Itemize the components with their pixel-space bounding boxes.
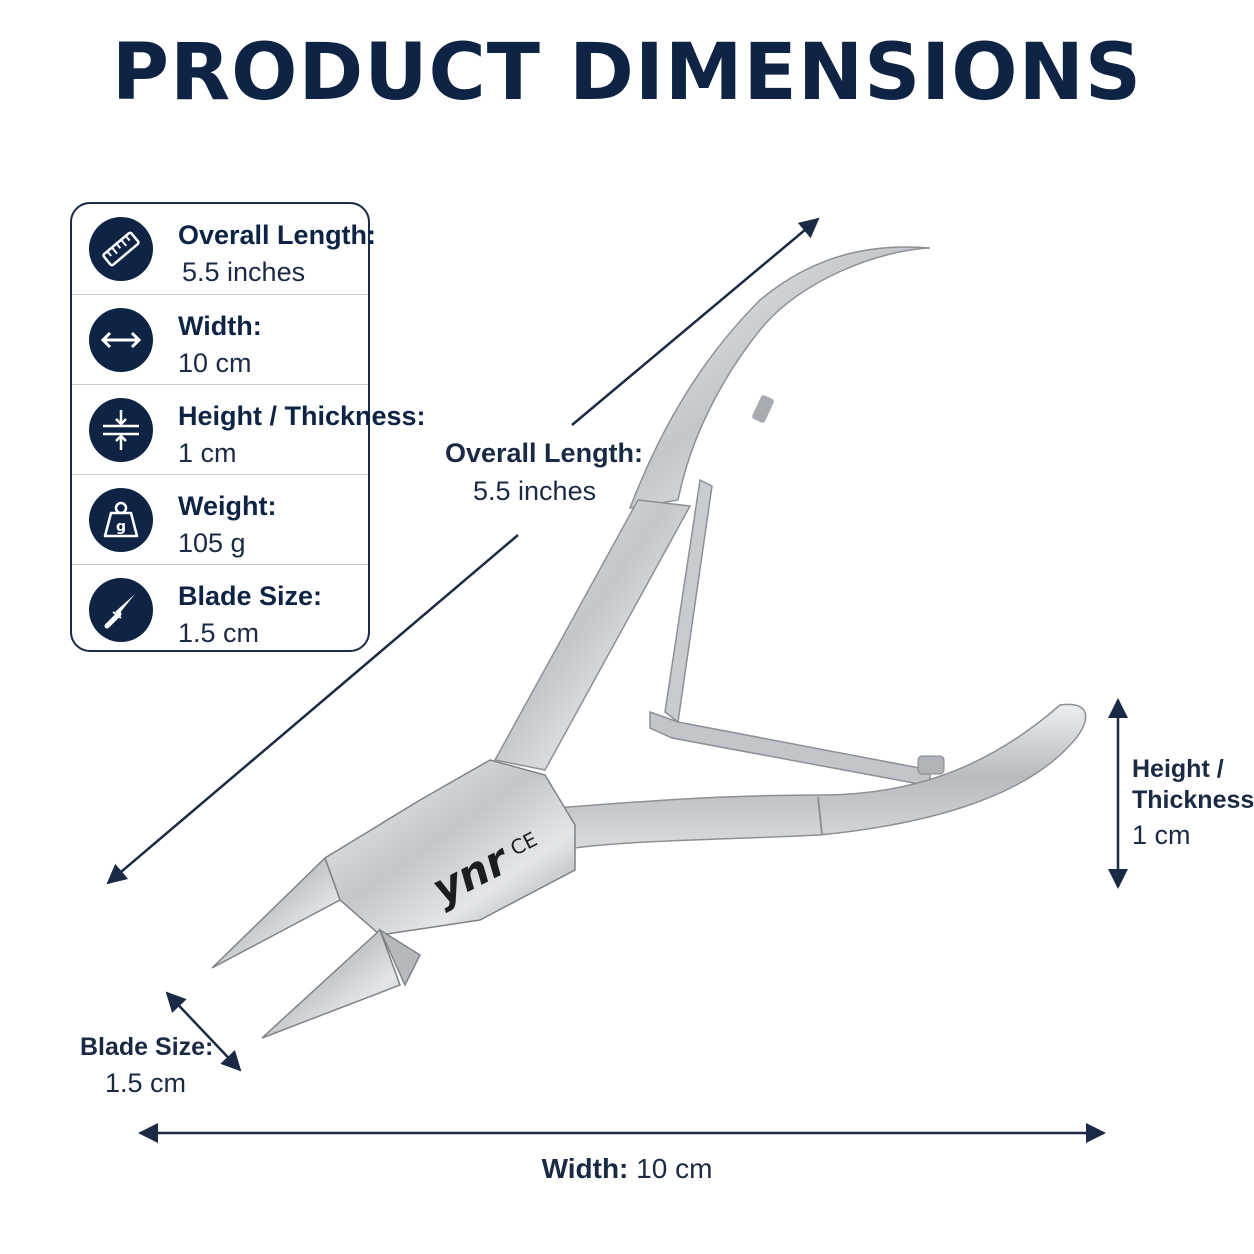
spec-value-weight: 105 g (178, 528, 246, 558)
spec-value-blade: 1.5 cm (178, 618, 260, 648)
blade-callout-value: 1.5 cm (105, 1068, 187, 1098)
specs-panel: Overall Length: 5.5 inches Width: 10 cm … (70, 202, 426, 655)
page-title: PRODUCT DIMENSIONS (111, 28, 1143, 118)
length-callout-value: 5.5 inches (473, 476, 597, 506)
height-callout-value: 1 cm (1132, 820, 1191, 850)
spec-label-length: Overall Length: (178, 220, 377, 250)
width-callout-value: 10 cm (636, 1153, 713, 1184)
blade-callout-label: Blade Size: (80, 1033, 214, 1061)
blade-icon (89, 578, 153, 642)
spec-label-weight: Weight: (178, 491, 277, 521)
spec-value-thickness: 1 cm (178, 438, 237, 468)
spec-label-blade: Blade Size: (178, 581, 323, 611)
ruler-icon (89, 217, 153, 281)
blade-dimension-line (165, 991, 242, 1072)
weight-icon: g (89, 488, 153, 552)
spec-row-thickness: Height / Thickness: 1 cm (72, 384, 426, 475)
width-callout-label: Width: (541, 1153, 629, 1184)
spec-label-width: Width: (178, 311, 262, 341)
thickness-icon (89, 398, 153, 462)
svg-text:g: g (116, 519, 126, 535)
spec-row-blade: Blade Size: 1.5 cm (72, 564, 368, 655)
spec-value-width: 10 cm (178, 348, 252, 378)
length-dimension-line (106, 217, 820, 885)
spec-value-length: 5.5 inches (182, 257, 306, 287)
height-callout-label-2: Thickness: (1132, 786, 1254, 814)
spec-row-width: Width: 10 cm (72, 294, 368, 385)
spec-label-thickness: Height / Thickness: (178, 401, 426, 431)
spec-row-length: Overall Length: 5.5 inches (72, 204, 376, 294)
double-arrow-icon (89, 308, 153, 372)
nail-clipper: ynr CE (211, 246, 1087, 1039)
spec-row-weight: g Weight: 105 g (72, 474, 368, 565)
height-callout-label-1: Height / (1132, 755, 1224, 783)
length-callout-label: Overall Length: (445, 438, 644, 468)
width-callout: Width: 10 cm (0, 1153, 1254, 1185)
